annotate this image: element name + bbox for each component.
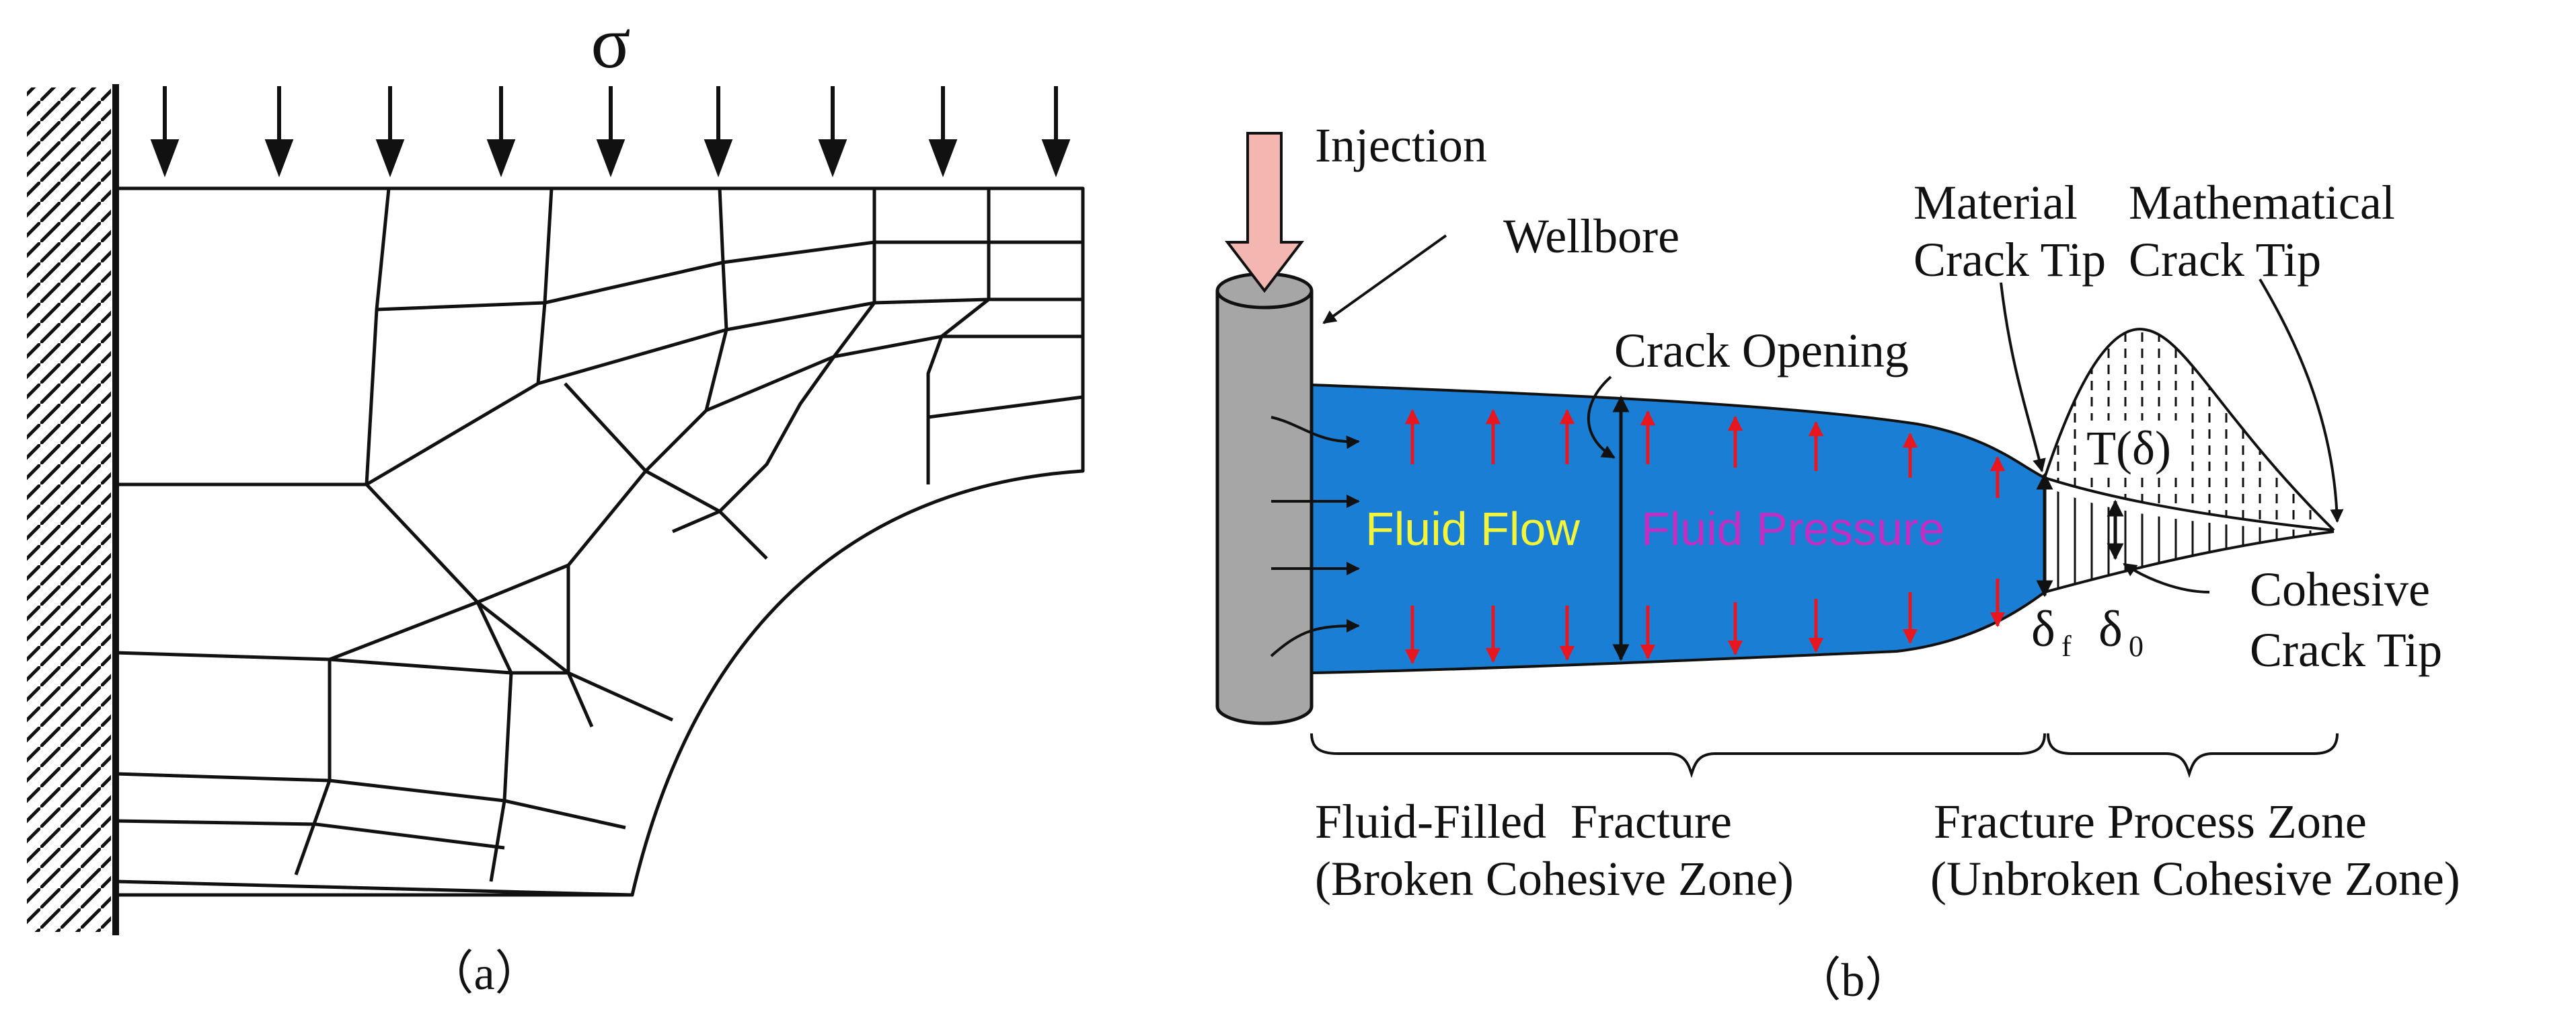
pressure-arrows-down xyxy=(1404,579,2006,665)
brace-fluid-filled xyxy=(1310,733,2046,779)
mathematical-crack-tip-label-line2: Crack Tip xyxy=(2129,233,2321,287)
panel-b: Injection Wellbore Material Crack Tip Ma… xyxy=(1215,118,2460,1007)
fluid-pressure-label: Fluid Pressure xyxy=(1641,503,1944,555)
crack-opening-label: Crack Opening xyxy=(1614,324,1909,377)
panel-a: σ xyxy=(27,1,1085,1000)
caption-b: （b） xyxy=(1794,955,1912,1007)
mesh-boundary xyxy=(116,186,1085,897)
cohesive-crack-tip-label-line1: Cohesive xyxy=(2250,563,2430,616)
load-arrow xyxy=(486,86,516,178)
load-arrow xyxy=(596,86,626,178)
load-arrow xyxy=(1041,86,1071,178)
fixed-wall-hatch xyxy=(27,87,111,932)
delta-f-symbol: δ xyxy=(2031,601,2055,657)
delta-0-subscript: 0 xyxy=(2129,630,2144,663)
load-arrow xyxy=(928,86,958,178)
braces xyxy=(1310,733,2339,779)
fluid-flow-label: Fluid Flow xyxy=(1365,503,1580,555)
process-zone-label-line1: Fracture Process Zone xyxy=(1934,795,2367,848)
process-zone-label-line2: (Unbroken Cohesive Zone) xyxy=(1930,852,2460,906)
traction-label: T(δ) xyxy=(2086,421,2171,475)
material-crack-tip-label-line2: Crack Tip xyxy=(1914,233,2106,287)
load-arrow xyxy=(375,86,405,178)
fluid-flow-arrows xyxy=(1270,416,1360,657)
fluid-filled-label-line2: (Broken Cohesive Zone) xyxy=(1315,852,1794,906)
mathematical-crack-tip-label-line1: Mathematical xyxy=(2129,176,2395,229)
delta-0-symbol: δ xyxy=(2098,601,2123,657)
delta-f-subscript: f xyxy=(2061,630,2072,663)
pressure-arrows-up xyxy=(1404,408,2006,498)
fluid-filled-label-line1: Fluid-Filled Fracture xyxy=(1315,795,1732,848)
finite-element-mesh xyxy=(115,186,1085,897)
load-arrow xyxy=(818,86,847,178)
material-crack-tip-label-line1: Material xyxy=(1914,176,2078,229)
load-arrows xyxy=(150,86,1071,178)
load-arrow xyxy=(150,86,180,178)
wellbore-label: Wellbore xyxy=(1503,209,1679,263)
wellbore xyxy=(1215,272,1314,725)
injection-arrow xyxy=(1224,132,1305,293)
leader-lines xyxy=(1322,234,2344,593)
traction-label-box xyxy=(2078,421,2179,476)
cohesive-crack-tip-label-line2: Crack Tip xyxy=(2250,623,2442,677)
caption-a: （a） xyxy=(426,948,541,1000)
load-arrow xyxy=(264,86,294,178)
injection-label: Injection xyxy=(1315,118,1487,172)
load-arrow xyxy=(704,86,733,178)
brace-process-zone xyxy=(2047,733,2339,779)
sigma-label: σ xyxy=(591,1,630,83)
